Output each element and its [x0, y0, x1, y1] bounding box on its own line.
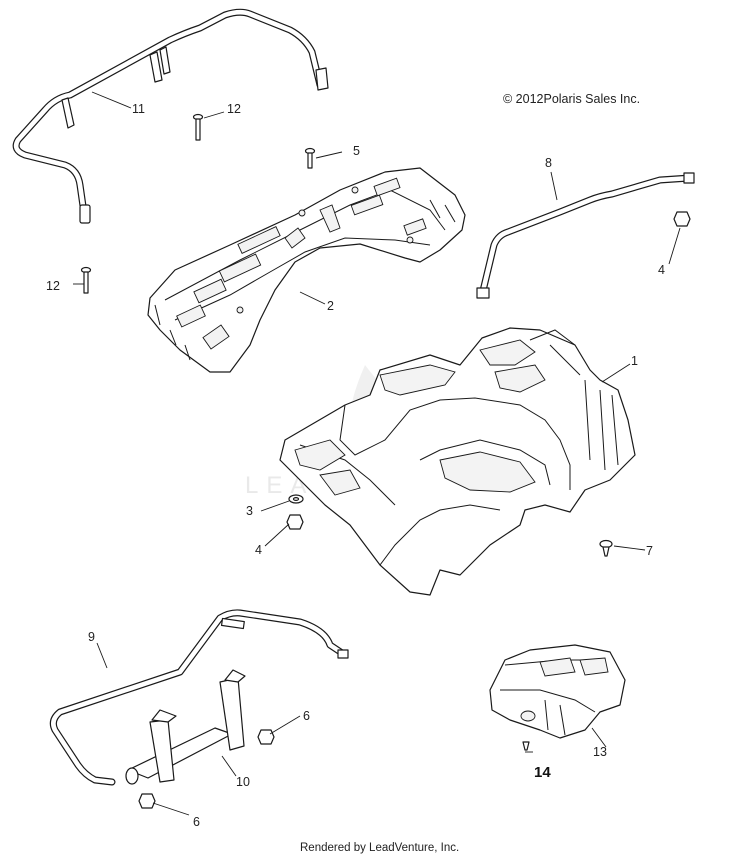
part-4-nut-lower[interactable]: [286, 514, 304, 530]
callout-3: 3: [246, 504, 253, 518]
copyright-notice: © 2012Polaris Sales Inc.: [503, 92, 640, 106]
part-5-bolt[interactable]: [304, 147, 316, 169]
part-11-rear-rack-rail[interactable]: [12, 8, 329, 224]
part-8-brace[interactable]: [476, 172, 695, 299]
part-12-bolt-lower[interactable]: [80, 266, 92, 294]
callout-5: 5: [353, 144, 360, 158]
callout-6-left: 6: [193, 815, 200, 829]
callout-12-lower: 12: [46, 279, 60, 293]
part-2-rear-rack[interactable]: [147, 167, 466, 373]
part-14-clip[interactable]: [522, 741, 530, 751]
callout-8: 8: [545, 156, 552, 170]
part-9-bumper-rail[interactable]: [49, 609, 349, 786]
part-10-mount-bracket[interactable]: [125, 669, 246, 785]
part-6-screw-right[interactable]: [257, 729, 275, 745]
part-4-nut-upper[interactable]: [673, 211, 691, 227]
callout-14: 14: [534, 764, 551, 781]
callout-12-upper: 12: [227, 102, 241, 116]
callout-7: 7: [646, 544, 653, 558]
callout-11: 11: [132, 102, 145, 116]
part-12-bolt-upper[interactable]: [192, 113, 204, 141]
callout-1: 1: [631, 354, 638, 368]
part-3-washer[interactable]: [288, 494, 304, 504]
callouts: 11 12 5 12 2 8 4 1 3 4 7 9 6 10 6 13 14: [46, 102, 665, 829]
part-6-screw-left[interactable]: [138, 793, 156, 809]
leader-lines: [73, 91, 681, 816]
callout-13: 13: [593, 745, 607, 759]
callout-10: 10: [236, 775, 250, 789]
part-13-side-guard[interactable]: [489, 644, 626, 739]
callout-6-right: 6: [303, 709, 310, 723]
callout-9: 9: [88, 630, 95, 644]
callout-2: 2: [327, 299, 334, 313]
callout-4-upper: 4: [658, 263, 665, 277]
footer-credit: Rendered by LeadVenture, Inc.: [300, 842, 459, 854]
part-7-push-rivet[interactable]: [599, 539, 613, 557]
part-1-rear-fender[interactable]: [279, 327, 636, 596]
callout-4-lower: 4: [255, 543, 262, 557]
